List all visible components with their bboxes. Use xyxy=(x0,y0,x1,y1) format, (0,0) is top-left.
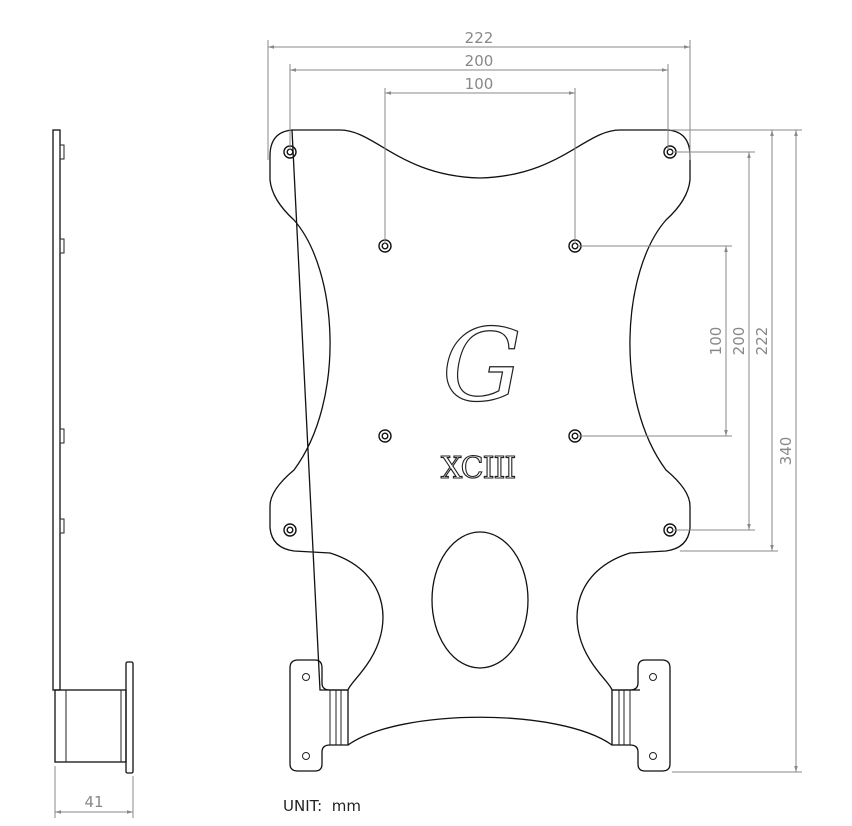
side-plate xyxy=(52,129,61,691)
logo-letter: G xyxy=(442,307,522,424)
mounting-hole xyxy=(286,148,294,156)
dim-hole-spacing-outer-h: 200 xyxy=(465,52,494,70)
plate-outline xyxy=(269,129,691,746)
bracket-hole xyxy=(649,752,657,760)
dim-height-upper: 222 xyxy=(753,327,771,356)
right-bracket xyxy=(611,659,671,772)
side-view xyxy=(52,129,134,774)
mounting-hole xyxy=(286,526,294,534)
side-flange xyxy=(125,661,134,774)
mounting-hole xyxy=(283,523,297,537)
mounting-hole xyxy=(381,432,389,440)
dim-hole-spacing-inner-v: 100 xyxy=(707,327,725,356)
brand-text: XCIII xyxy=(441,451,515,486)
side-tab xyxy=(59,518,65,534)
dim-width-overall: 222 xyxy=(465,29,494,47)
unit-label: UNIT: mm xyxy=(283,797,361,815)
side-tab xyxy=(59,144,65,160)
bracket-hole xyxy=(302,673,310,681)
dim-hole-spacing-outer-v: 200 xyxy=(730,327,748,356)
front-view: G XCIII xyxy=(269,129,691,772)
bracket-hole xyxy=(649,673,657,681)
side-tab xyxy=(59,428,65,444)
dim-depth: 41 xyxy=(84,793,103,811)
mounting-hole xyxy=(571,242,579,250)
mounting-hole xyxy=(666,526,674,534)
cable-cutout xyxy=(431,531,529,669)
dimensions: 222 200 100 100 200 222 340 41 xyxy=(54,29,802,818)
side-tab xyxy=(59,238,65,254)
mounting-hole xyxy=(381,242,389,250)
mounting-hole xyxy=(666,148,674,156)
dim-height-overall: 340 xyxy=(777,437,795,466)
dim-hole-spacing-inner-h: 100 xyxy=(465,75,494,93)
bracket-hole xyxy=(302,752,310,760)
left-bracket xyxy=(289,659,349,772)
mounting-hole xyxy=(571,432,579,440)
mounting-hole xyxy=(378,429,392,443)
